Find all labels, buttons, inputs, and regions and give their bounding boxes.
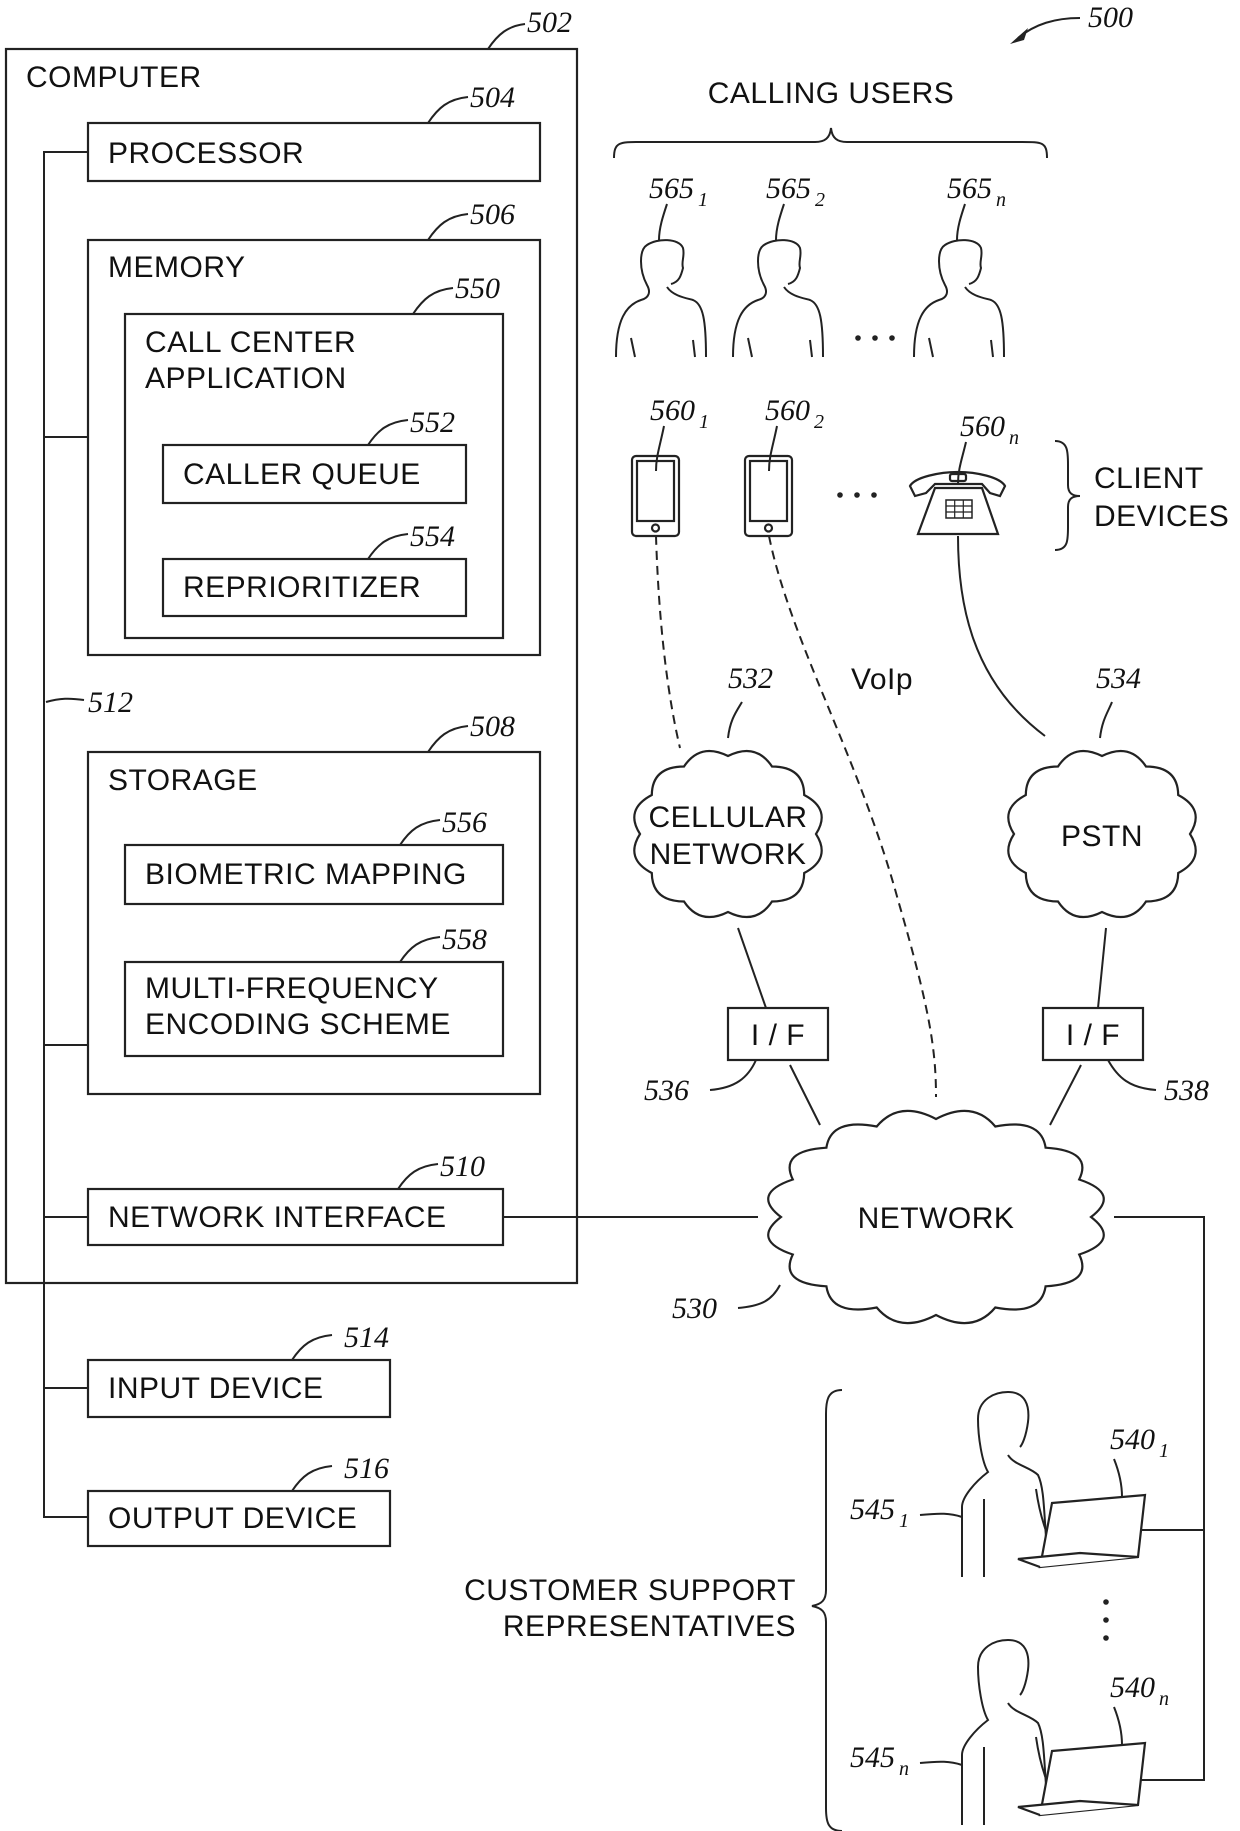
calling-user-3-person-icon: 565n: [914, 172, 1006, 357]
representative-1-person-ref-subscript: 1: [899, 1510, 909, 1532]
representative-2-person-ref-subscript: n: [899, 1758, 909, 1780]
pstn-cloud: PSTN 534: [1008, 662, 1195, 917]
computer-label: COMPUTER: [26, 61, 202, 94]
input-device-label: INPUT DEVICE: [108, 1372, 324, 1405]
if-to-network-link-left: [790, 1065, 820, 1125]
ellipsis-representatives: [1103, 1599, 1109, 1641]
cellular-to-if-link: [738, 928, 766, 1008]
calling-user-1-ref: 5651: [649, 172, 708, 211]
network-interface-label: NETWORK INTERFACE: [108, 1201, 447, 1234]
cellular-network-label-line1: CELLULAR: [648, 801, 807, 834]
client-device-2-ref: 5602: [765, 394, 824, 433]
calling-user-3-ref: 565n: [947, 172, 1006, 211]
calling-users-group: 5651 5652 565n: [616, 172, 1006, 357]
application-label-line1: CALL CENTER: [145, 326, 356, 359]
cellular-network-label-line2: NETWORK: [650, 838, 807, 871]
representative-2-laptop-icon: [1018, 1743, 1145, 1815]
calling-user-2-ref-subscript: 2: [815, 189, 825, 211]
pstn-ref: 534: [1096, 662, 1141, 695]
arrowhead-icon: [1010, 28, 1028, 44]
interface-pstn-ref: 538: [1164, 1074, 1209, 1107]
client-device-2-ref-subscript: 2: [814, 411, 824, 433]
output-device-ref: 516: [344, 1452, 389, 1485]
representatives-group: 5451 5401 545n 540n: [850, 1392, 1169, 1825]
network-interface-ref: 510: [440, 1150, 485, 1183]
memory-ref: 506: [470, 198, 515, 231]
representative-1-laptop-ref: 5401: [1110, 1423, 1169, 1462]
voip-label: VoIp: [851, 663, 913, 696]
calling-user-2-ref: 5652: [766, 172, 825, 211]
memory-label: MEMORY: [108, 251, 245, 284]
client-devices-brace: [1055, 441, 1080, 550]
representative-2-person-ref: 545n: [850, 1741, 909, 1780]
bus-ref: 512: [88, 686, 133, 719]
encoding-ref: 558: [442, 923, 487, 956]
client-devices-label-line2: DEVICES: [1094, 500, 1229, 533]
output-device-label: OUTPUT DEVICE: [108, 1502, 357, 1535]
storage-label: STORAGE: [108, 764, 258, 797]
client-device-1-ref-subscript: 1: [699, 411, 709, 433]
calling-user-1-person-icon: 5651: [616, 172, 708, 357]
network-ref: 530: [672, 1292, 717, 1325]
if-to-network-link-right: [1050, 1065, 1081, 1125]
representative-2-laptop-ref-subscript: n: [1159, 1688, 1169, 1710]
interface-pstn-label: I / F: [1066, 1019, 1120, 1052]
ellipsis-users: [855, 335, 895, 341]
storage-ref: 508: [470, 710, 515, 743]
representative-1-laptop-icon: [1018, 1495, 1145, 1567]
client-device-3-ref: 560n: [960, 410, 1019, 449]
caller-queue-label: CALLER QUEUE: [183, 458, 421, 491]
client-device-3-ref-subscript: n: [1009, 427, 1019, 449]
encoding-label-line2: ENCODING SCHEME: [145, 1008, 451, 1041]
interface-cellular-ref: 536: [644, 1074, 689, 1107]
network-label: NETWORK: [858, 1202, 1015, 1235]
representative-1-person-ref: 5451: [850, 1493, 909, 1532]
pstn-to-if-link: [1098, 928, 1106, 1008]
application-label-line2: APPLICATION: [145, 362, 347, 395]
cellular-network-cloud: CELLULAR NETWORK 532: [634, 662, 821, 917]
representatives-label-line1: CUSTOMER SUPPORT: [464, 1574, 796, 1607]
cellular-network-ref: 532: [728, 662, 773, 695]
client-devices-label-line1: CLIENT: [1094, 462, 1204, 495]
representatives-brace: [812, 1390, 842, 1831]
pstn-label: PSTN: [1061, 820, 1143, 853]
calling-users-brace: [614, 128, 1047, 158]
interface-box-cellular: I / F 536: [644, 1008, 828, 1107]
biometric-mapping-ref: 556: [442, 806, 487, 839]
processor-label: PROCESSOR: [108, 137, 304, 170]
biometric-mapping-label: BIOMETRIC MAPPING: [145, 858, 467, 891]
representative-2-laptop-ref: 540n: [1110, 1671, 1169, 1710]
ellipsis-devices: [837, 492, 877, 498]
input-device-box: INPUT DEVICE 514: [88, 1321, 390, 1417]
representatives-label-line2: REPRESENTATIVES: [503, 1610, 796, 1643]
interface-cellular-label: I / F: [751, 1019, 805, 1052]
reprioritizer-label: REPRIORITIZER: [183, 571, 421, 604]
calling-user-3-ref-subscript: n: [996, 189, 1006, 211]
encoding-label-line1: MULTI-FREQUENCY: [145, 972, 439, 1005]
reprioritizer-ref: 554: [410, 520, 455, 553]
representative-1-laptop-ref-subscript: 1: [1159, 1440, 1169, 1462]
figure-reference: 500: [1010, 1, 1133, 44]
input-device-ref: 514: [344, 1321, 389, 1354]
pstn-link: [958, 536, 1045, 736]
representative-1: 5451 5401: [850, 1392, 1169, 1577]
calling-users-label: CALLING USERS: [708, 77, 955, 110]
application-ref: 550: [455, 272, 500, 305]
calling-user-2-person-icon: 5652: [733, 172, 825, 357]
caller-queue-ref: 552: [410, 406, 455, 439]
representative-2: 545n 540n: [850, 1640, 1169, 1825]
output-device-box: OUTPUT DEVICE 516: [88, 1452, 390, 1546]
keypad-icon: [946, 500, 972, 518]
calling-user-1-ref-subscript: 1: [698, 189, 708, 211]
client-device-1-ref: 5601: [650, 394, 709, 433]
processor-ref: 504: [470, 81, 515, 114]
cellular-link-1: [656, 536, 680, 748]
figure-ref-label: 500: [1088, 1, 1133, 34]
computer-ref: 502: [527, 6, 572, 39]
device-labels-group: 5601 5602 560n: [650, 394, 1019, 484]
